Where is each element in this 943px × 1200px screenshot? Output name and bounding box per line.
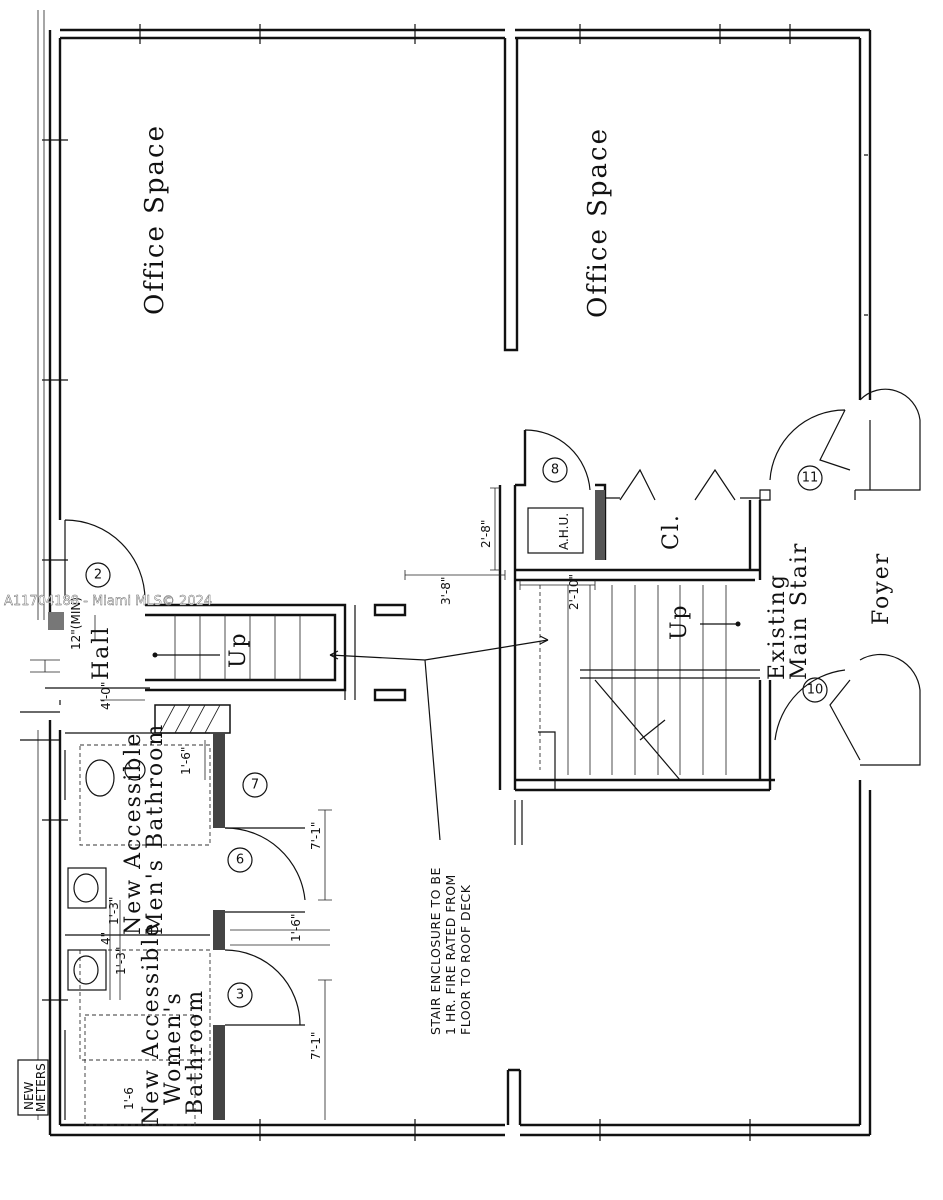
note-leader-lines (329, 635, 549, 841)
main-stair-label-1: Existing (765, 573, 790, 680)
door-tag-10 (802, 677, 828, 703)
meters-line-2: METERS (34, 1063, 48, 1112)
door-tag-10-label: 10 (807, 683, 824, 698)
dim-4-0: 4'-0" (99, 682, 113, 710)
womens-bath-label-2: Women's (161, 991, 186, 1105)
door-tag-3 (227, 982, 253, 1008)
door-tag-8 (542, 457, 568, 483)
mens-bath-label-2: Men's Bathroom (143, 723, 168, 935)
door-tag-7-label: 7 (251, 778, 259, 793)
hall-label: Hall (89, 626, 114, 680)
office-right-label: Office Space (583, 127, 613, 318)
ahu-label: A.H.U. (557, 513, 571, 550)
foyer-doors (759, 388, 921, 766)
dim-1-3-b: 1'-3" (114, 947, 128, 975)
dim-1-6-c: 1'-6 (122, 1087, 136, 1110)
dim-1-6-b: 1'-6" (289, 914, 303, 942)
dim-2-8: 2'-8" (479, 520, 493, 548)
hall-stair-up-label: Up (226, 631, 251, 668)
note-line-2: 1 HR. FIRE RATED FROM (443, 874, 458, 1035)
hall-door (20, 519, 150, 741)
dimension-labels: 12"(MIN) 4'-0" 2'-8" 3'-8" 2'-10" 1'-6" … (69, 520, 581, 1110)
room-labels: Office Space Office Space Hall Cl. Foyer… (89, 124, 894, 1125)
dim-3-8: 3'-8" (439, 577, 453, 605)
door-tag-3-label: 3 (236, 988, 244, 1003)
stair-enclosure-note: STAIR ENCLOSURE TO BE 1 HR. FIRE RATED F… (428, 867, 473, 1035)
exterior-walls (37, 10, 872, 1141)
dim-12-min: 12"(MIN) (69, 597, 83, 650)
door-tag-2 (85, 562, 111, 588)
door-tag-6-label: 6 (236, 853, 244, 868)
door-tag-7 (242, 772, 268, 798)
dim-2-10: 2'-10" (567, 574, 581, 610)
stair-enclosure (498, 429, 775, 845)
dim-7-1-a: 7'-1" (309, 822, 323, 850)
meters-line-1: NEW (22, 1081, 36, 1110)
bathrooms (64, 704, 306, 1126)
dim-7-1-b: 7'-1" (309, 1032, 323, 1060)
dimension-lines (94, 487, 596, 1120)
office-partition (503, 38, 522, 1125)
foyer-label: Foyer (869, 552, 894, 625)
hall-stair (145, 603, 407, 702)
closet-label: Cl. (659, 513, 684, 550)
new-meters-box: NEW METERS (17, 1059, 49, 1116)
womens-bath-label-1: New Accessible (139, 922, 164, 1125)
office-left-label: Office Space (140, 124, 170, 315)
dim-1-6-a: 1'-6" (179, 747, 193, 775)
door-tag-2-label: 2 (94, 568, 102, 583)
door-tags: 2 3 6 7 8 10 11 (85, 457, 828, 1008)
main-stair-label-2: Main Stair (787, 542, 812, 680)
note-line-3: FLOOR TO ROOF DECK (458, 884, 473, 1035)
main-stair-up-label: Up (667, 603, 692, 640)
door-tag-11-label: 11 (802, 471, 819, 486)
door-tag-8-label: 8 (551, 463, 559, 478)
womens-bath-label-3: Bathroom (183, 989, 208, 1115)
door-tag-11 (797, 465, 823, 491)
door-tag-6 (227, 847, 253, 873)
dim-1-3-a: 1'-3" (107, 897, 121, 925)
mens-bath-label-1: New Accessible (121, 732, 146, 935)
note-line-1: STAIR ENCLOSURE TO BE (428, 867, 443, 1035)
dim-4: 4" (99, 932, 113, 945)
watermark: A11704188 - Miami MLS© 2024 (4, 594, 212, 609)
